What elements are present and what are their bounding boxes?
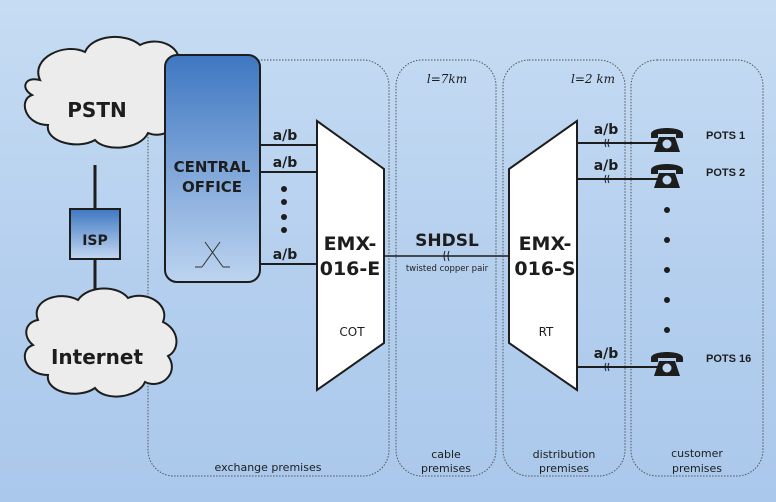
- emx-016-e-device: [316, 119, 385, 392]
- emx-s-label-line1: EMX-: [519, 233, 572, 255]
- cable-premises-label-2: premises: [421, 462, 471, 475]
- pots-label-16: POTS 16: [706, 353, 751, 365]
- exchange-premises-label: exchange premises: [215, 461, 322, 474]
- internet-label: Internet: [51, 345, 143, 369]
- zone-cable-premises: [395, 59, 497, 477]
- zone-distribution-premises: [502, 59, 626, 477]
- cable-distance-label: l=7km: [427, 72, 467, 86]
- telephone-icon-1: [651, 128, 683, 152]
- ellipsis-dots-exchange: [281, 186, 287, 233]
- crossconnect-icon: [195, 241, 230, 268]
- emx-e-label-line2: 016-E: [320, 258, 381, 280]
- telephone-icon-16: [651, 352, 683, 376]
- zone-exchange-premises: [147, 59, 390, 477]
- distribution-distance-label: l=2 km: [571, 72, 615, 86]
- emx-016-s-device: [508, 119, 578, 392]
- pstn-cloud: [23, 35, 188, 149]
- ab-label-3: a/b: [273, 247, 298, 263]
- central-office-box: [164, 54, 261, 283]
- emx-e-role-label: COT: [339, 325, 365, 339]
- shdsl-label: SHDSL: [415, 231, 479, 251]
- pots-label-1: POTS 1: [706, 130, 745, 142]
- line-break-icons-customer: [604, 138, 610, 372]
- ab-label-pots-2: a/b: [594, 158, 619, 174]
- central-office-label-line2: OFFICE: [182, 178, 242, 196]
- emx-s-label-line2: 016-S: [514, 258, 575, 280]
- ab-lines-exchange: [260, 144, 317, 265]
- distribution-premises-label-1: distribution: [533, 448, 596, 461]
- ab-label-2: a/b: [273, 155, 298, 171]
- ab-label-pots-1: a/b: [594, 122, 619, 138]
- internet-cloud: [23, 287, 178, 398]
- zone-customer-premises: [630, 59, 764, 477]
- ab-lines-customer: [577, 142, 660, 368]
- pots-label-2: POTS 2: [706, 167, 745, 179]
- distribution-premises-label-2: premises: [539, 462, 589, 475]
- isp-box: [69, 208, 121, 260]
- ellipsis-dots-customer: [664, 207, 670, 333]
- isp-label: ISP: [82, 233, 108, 249]
- central-office-label-line1: CENTRAL: [174, 158, 251, 176]
- medium-label: twisted copper pair: [406, 264, 489, 274]
- customer-premises-label-2: premises: [672, 462, 722, 475]
- pstn-label: PSTN: [67, 98, 126, 122]
- ab-label-pots-16: a/b: [594, 346, 619, 362]
- customer-premises-label-1: customer: [671, 447, 723, 460]
- telephone-icon-2: [651, 164, 683, 188]
- line-break-icon: [443, 250, 450, 262]
- emx-s-role-label: RT: [539, 325, 554, 339]
- ab-label-1: a/b: [273, 128, 298, 144]
- cable-premises-label-1: cable: [431, 448, 461, 461]
- emx-e-label-line1: EMX-: [324, 233, 377, 255]
